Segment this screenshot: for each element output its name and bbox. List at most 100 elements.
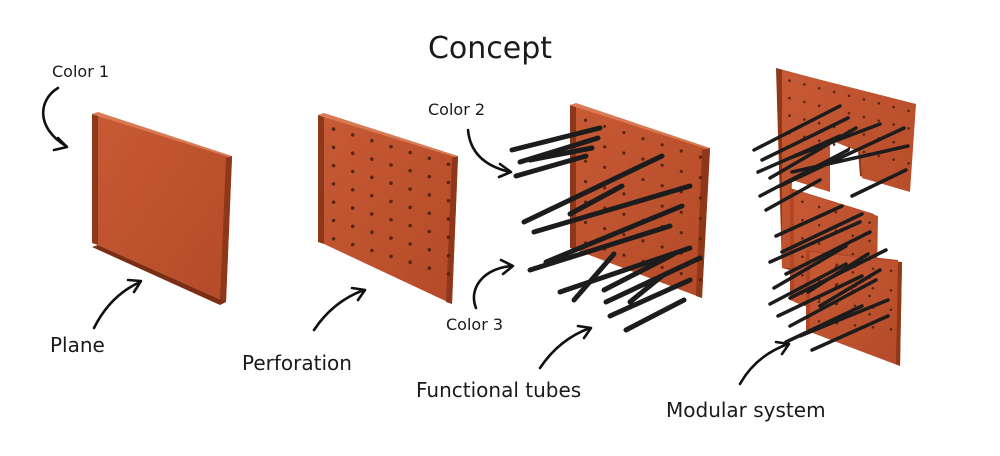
tube bbox=[768, 126, 858, 180]
functional-tubes-label: Functional tubes bbox=[416, 378, 581, 402]
perforation-hole bbox=[889, 288, 893, 292]
perforation-hole bbox=[370, 230, 374, 235]
modular-tubes bbox=[752, 104, 910, 352]
perforation-hole bbox=[389, 217, 393, 222]
perforation-hole bbox=[871, 325, 875, 329]
plane-panel bbox=[92, 112, 232, 305]
perforation-hole bbox=[331, 236, 336, 241]
perforation-hole bbox=[446, 198, 451, 203]
perforation-hole bbox=[446, 253, 451, 258]
perforation-hole bbox=[847, 94, 851, 98]
perforation-hole bbox=[679, 271, 683, 276]
perforation-hole bbox=[427, 247, 432, 252]
tube bbox=[567, 183, 625, 217]
perforation-hole bbox=[622, 151, 626, 155]
perforation-hole bbox=[871, 286, 875, 290]
perforation-hole bbox=[660, 163, 664, 167]
perforation-arrow bbox=[312, 288, 366, 332]
tube bbox=[527, 145, 595, 163]
perforation-hole bbox=[331, 163, 336, 168]
perforation-hole bbox=[817, 300, 821, 304]
perforation-hole bbox=[583, 118, 588, 122]
color3-arrow bbox=[472, 264, 514, 310]
perforation-hole bbox=[350, 151, 355, 156]
perforation-hole bbox=[427, 229, 432, 234]
tube bbox=[806, 252, 870, 294]
functional-tubes bbox=[509, 125, 703, 333]
plane-arrow bbox=[92, 280, 142, 330]
perforation-hole bbox=[446, 217, 451, 221]
perforation-hole bbox=[834, 210, 838, 214]
perforation-hole bbox=[389, 236, 393, 240]
tube bbox=[603, 255, 703, 305]
color2-arrow bbox=[466, 128, 512, 174]
perforation-hole bbox=[583, 220, 588, 225]
perforation-hole bbox=[877, 154, 881, 158]
perforation-hole bbox=[641, 177, 645, 182]
perforation-hole bbox=[370, 248, 374, 253]
tube bbox=[776, 274, 864, 318]
perforation-hole bbox=[853, 323, 857, 327]
perforation-hole bbox=[862, 98, 866, 101]
perforation-hole bbox=[832, 90, 836, 94]
color1-arrow bbox=[41, 86, 68, 148]
perforation-hole bbox=[408, 260, 412, 265]
perforation-hole bbox=[801, 218, 804, 222]
perforation-hole bbox=[427, 211, 432, 216]
perforation-hole bbox=[698, 278, 703, 282]
perforation-hole bbox=[851, 234, 855, 237]
perforation-hole bbox=[868, 312, 871, 316]
perforation-hole bbox=[331, 218, 336, 223]
tube bbox=[850, 168, 908, 198]
perforation-hole bbox=[603, 165, 607, 169]
perforation-hole bbox=[660, 265, 664, 270]
perforation-hole bbox=[679, 149, 683, 153]
perforation-hole bbox=[868, 221, 871, 224]
perforation-hole bbox=[350, 206, 355, 210]
perforation-hole bbox=[853, 304, 857, 308]
perforation-hole bbox=[583, 179, 588, 184]
perforation-hole bbox=[641, 239, 645, 243]
tube bbox=[758, 148, 850, 198]
tube bbox=[780, 212, 864, 254]
perforation-hole bbox=[679, 169, 683, 174]
perforation-hole bbox=[622, 130, 626, 135]
perforation-hole bbox=[389, 199, 393, 204]
perforation-hole bbox=[622, 253, 626, 257]
perforation-hole bbox=[679, 210, 683, 214]
perforation-hole bbox=[817, 224, 821, 227]
perforation-hole bbox=[788, 96, 791, 100]
perforation-hole bbox=[389, 254, 393, 259]
perforation-holes bbox=[331, 127, 451, 276]
perforation-hole bbox=[698, 175, 703, 180]
plane-label: Plane bbox=[50, 333, 105, 357]
diagram-title: Concept bbox=[428, 31, 552, 66]
perforation-hole bbox=[622, 192, 626, 196]
perforation-hole bbox=[788, 79, 791, 82]
tube bbox=[543, 203, 685, 265]
tube bbox=[784, 230, 872, 276]
perforation-hole bbox=[817, 121, 821, 125]
perforation-hole bbox=[835, 282, 839, 286]
perforation-hole bbox=[389, 144, 393, 149]
perforation-hole bbox=[389, 163, 393, 167]
perforation-hole bbox=[817, 205, 821, 209]
perforation-hole bbox=[868, 294, 871, 298]
perforation-hole bbox=[817, 86, 821, 90]
perforation-hole bbox=[331, 127, 336, 131]
perforation-hole bbox=[817, 242, 821, 245]
perforation-hole bbox=[862, 150, 866, 154]
perforation-hole bbox=[603, 145, 607, 149]
tube bbox=[772, 244, 848, 290]
perforation-hole bbox=[801, 255, 804, 259]
perforation-hole bbox=[370, 175, 374, 180]
perforation-hole bbox=[862, 115, 866, 119]
color1-label: Color 1 bbox=[52, 62, 109, 81]
perforation-hole bbox=[350, 224, 355, 229]
perforation-hole bbox=[803, 118, 806, 121]
tube bbox=[571, 251, 617, 303]
perforated-panel bbox=[318, 113, 458, 304]
perforation-hole bbox=[698, 155, 703, 159]
tube bbox=[760, 116, 850, 162]
perforation-hole bbox=[698, 216, 703, 221]
